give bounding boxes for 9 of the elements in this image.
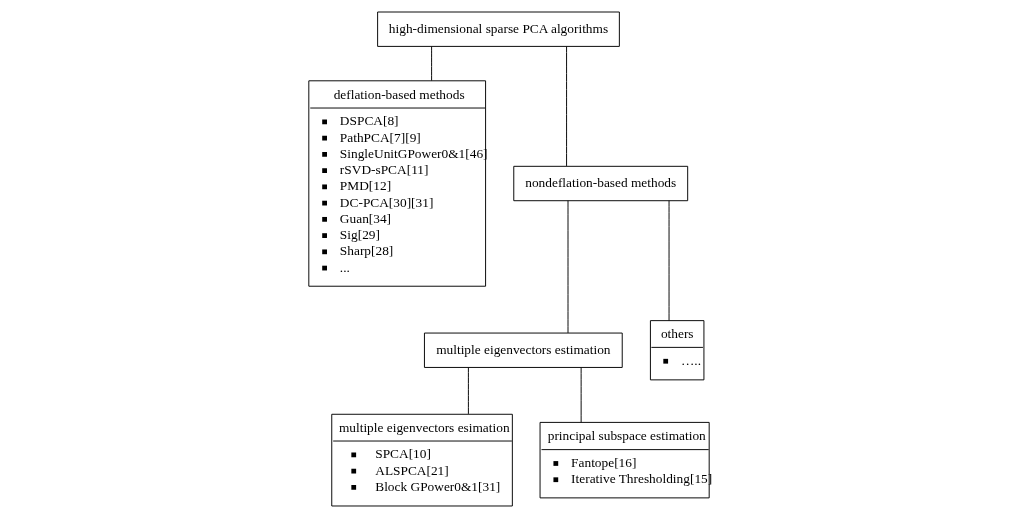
node-box: high-dimensional sparse PCA algorithms <box>376 11 620 47</box>
connector <box>668 200 670 322</box>
connector <box>567 200 568 334</box>
connector <box>580 367 582 423</box>
connector <box>430 46 432 82</box>
node-box: nondeflation-based methods <box>512 165 688 202</box>
node-box: multiple eigenvectors estimation <box>423 332 623 368</box>
connector <box>467 367 469 415</box>
connector <box>565 46 567 167</box>
